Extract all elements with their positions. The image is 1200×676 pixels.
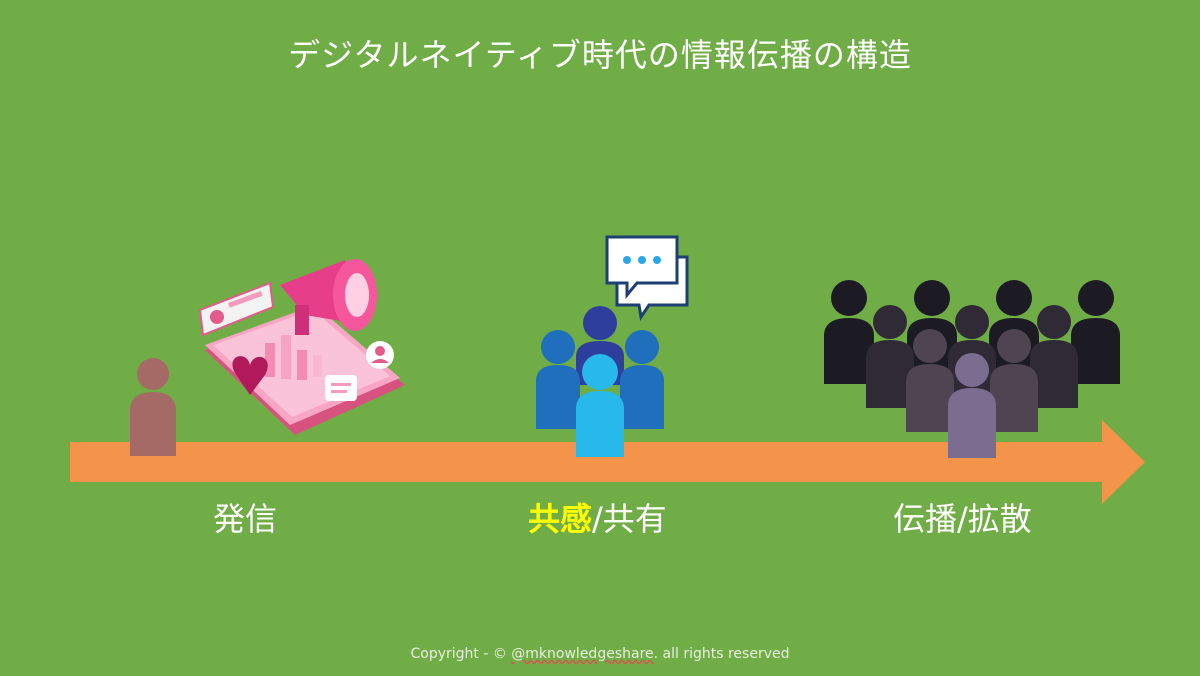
stage-label-share: /共有 xyxy=(592,500,667,538)
stage-label-empathy-share: 共感/共有 xyxy=(528,494,667,540)
stage-label-spread: 伝播/拡散 xyxy=(893,500,1032,538)
people-group-icon xyxy=(536,306,664,457)
copyright-suffix: . all rights reserved xyxy=(653,646,790,662)
stage-label-send: 発信 xyxy=(213,500,278,538)
page-title: デジタルネイティブ時代の情報伝播の構造 xyxy=(288,36,912,74)
crowd-icon xyxy=(824,280,1120,458)
person-icon xyxy=(130,358,176,456)
chat-bubble-icon xyxy=(605,235,689,321)
stage-label-empathy: 共感 xyxy=(528,500,593,538)
copyright-prefix: Copyright - © xyxy=(410,646,512,662)
timeline-arrow xyxy=(70,420,1145,504)
copyright-footer: Copyright - © @mknowledgeshare. all righ… xyxy=(0,646,1200,662)
copyright-handle: @mknowledgeshare xyxy=(511,646,654,662)
phone-megaphone-illustration xyxy=(198,259,405,435)
